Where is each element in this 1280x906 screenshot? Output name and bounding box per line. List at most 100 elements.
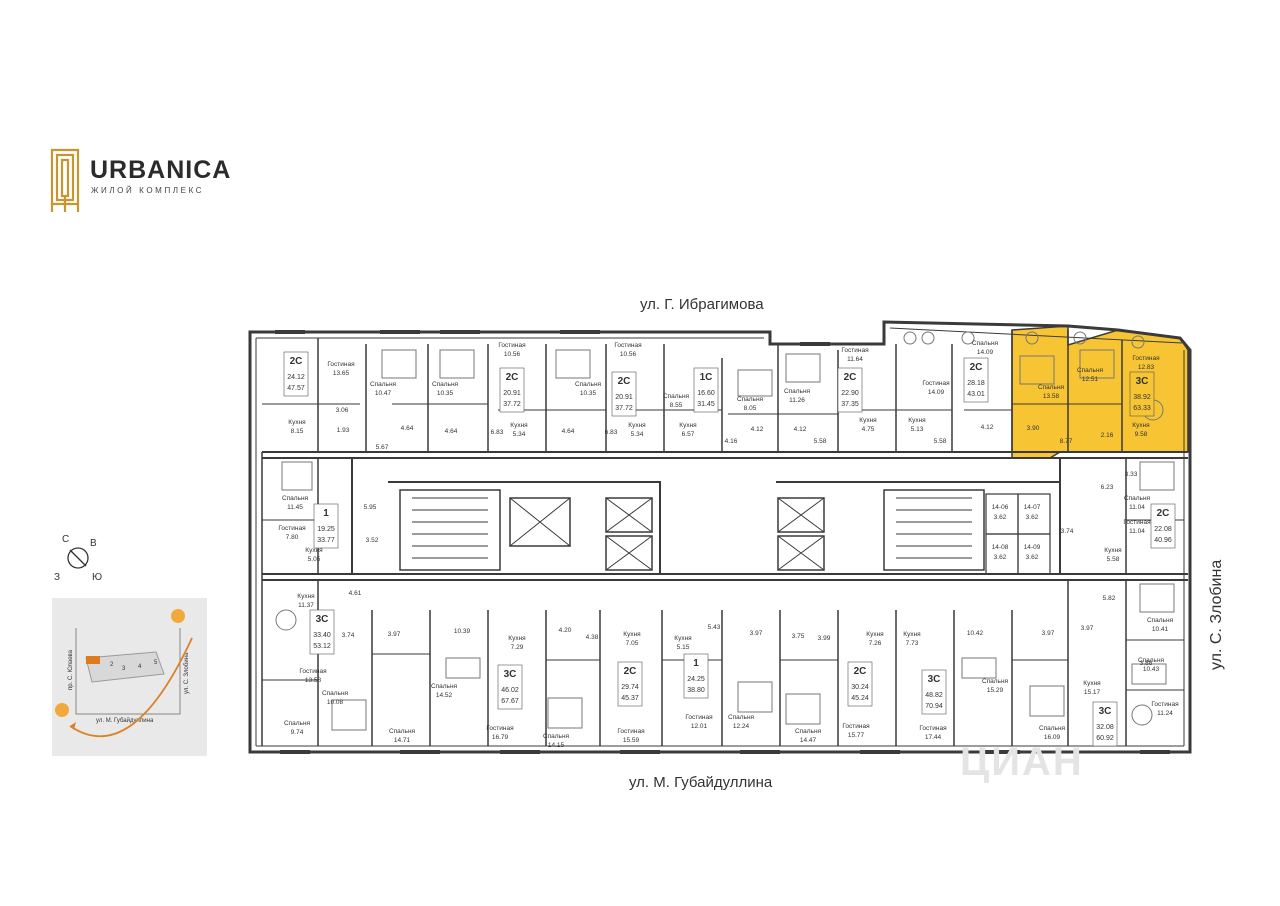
apartment-total-area: 38.80	[687, 687, 705, 694]
apartment-total-area: 31.45	[697, 401, 715, 408]
room-area: 8.55	[670, 402, 683, 409]
apartment-living-area: 22.08	[1154, 526, 1172, 533]
room-area: 3.97	[1081, 625, 1094, 632]
room-area: 3.62	[994, 514, 1007, 521]
apartment-type: 3С	[504, 669, 517, 680]
apartment-total-area: 47.57	[287, 385, 305, 392]
room-name: Спальня	[370, 381, 397, 388]
room-name: Спальня	[737, 396, 764, 403]
apartment-label[interactable]: 3С 46.02 67.67	[497, 664, 523, 710]
room-area: 17.44	[925, 734, 942, 741]
room-area: 5.34	[513, 431, 526, 438]
room-area: 5.05	[308, 556, 321, 563]
apartment-type: 2С	[970, 362, 983, 373]
room-area: 8.77	[1060, 438, 1073, 445]
apartment-label[interactable]: 1 24.25 38.80	[683, 653, 709, 699]
room-area: 4.12	[794, 426, 807, 433]
apartment-living-area: 28.18	[967, 380, 985, 387]
room-area: 16.09	[1044, 734, 1061, 741]
room-area: 14-06	[992, 504, 1009, 511]
minimap-bottom-street: ул. М. Губайдуллина	[96, 717, 154, 724]
compass-e: В	[90, 538, 97, 549]
room-name: Кухня	[305, 547, 323, 554]
room-area: 12.01	[691, 723, 708, 730]
room-area: 3.62	[1026, 514, 1039, 521]
room-area: 4.16	[725, 438, 738, 445]
apartment-total-area: 67.67	[501, 698, 519, 705]
apartment-living-area: 33.40	[313, 632, 331, 639]
room-name: Кухня	[508, 635, 526, 642]
room-area: 10.39	[454, 628, 471, 635]
apartment-label-box	[499, 367, 525, 413]
room-area: 3.06	[336, 407, 349, 414]
room-area: 15.77	[848, 732, 865, 739]
room-area: 12.24	[733, 723, 750, 730]
room-area: 4.38	[586, 634, 599, 641]
room-area: 7.29	[511, 644, 524, 651]
apartment-total-area: 33.77	[317, 537, 335, 544]
apartment-label-box	[283, 351, 309, 397]
room-area: 11.37	[298, 602, 314, 609]
apartment-living-area: 46.02	[501, 687, 519, 694]
room-area: 10.08	[327, 699, 344, 706]
room-name: Кухня	[1132, 422, 1150, 429]
room-name: Гостиная	[919, 725, 947, 732]
room-area: 5.13	[911, 426, 924, 433]
room-name: Гостиная	[1132, 355, 1160, 362]
room-name: Кухня	[628, 422, 646, 429]
apartment-total-area: 37.72	[615, 405, 633, 412]
room-name: Спальня	[1138, 657, 1165, 664]
room-area: 1.93	[337, 427, 350, 434]
room-name: Спальня	[432, 381, 459, 388]
apartment-type: 1С	[700, 372, 713, 383]
room-area: 9.58	[1135, 431, 1148, 438]
room-name: Гостиная	[1151, 701, 1179, 708]
room-name: Кухня	[859, 417, 877, 424]
room-area: 8.15	[291, 428, 304, 435]
room-area: 6.57	[682, 431, 695, 438]
room-area: 10.47	[375, 390, 392, 397]
room-area: 5.15	[677, 644, 690, 651]
room-area: 4.12	[981, 424, 994, 431]
room-area: 3.62	[1026, 554, 1039, 561]
apartment-living-area: 24.12	[287, 374, 305, 381]
room-area: 13.65	[333, 370, 350, 377]
compass-icon: С В Ю З	[54, 534, 102, 583]
room-area: 3.97	[388, 631, 401, 638]
room-area: 11.04	[1129, 504, 1145, 511]
room-name: Спальня	[322, 690, 349, 697]
room-area: 3.97	[1042, 630, 1055, 637]
room-area: 14.71	[394, 737, 411, 744]
compass-s: Ю	[92, 572, 102, 583]
minimap-left-street: пр. С. Юлаева	[68, 649, 74, 690]
room-area: 4.64	[445, 428, 458, 435]
apartment-type: 2С	[290, 356, 303, 367]
apartment-label[interactable]: 2С 24.12 47.57	[283, 351, 309, 397]
apartment-label-box	[309, 609, 335, 655]
room-area: 6.83	[605, 429, 618, 436]
room-area: 14-07	[1024, 504, 1041, 511]
apartment-label-box	[617, 661, 643, 707]
room-name: Кухня	[908, 417, 926, 424]
apartment-label-box	[963, 357, 989, 403]
apartment-type: 2С	[844, 372, 857, 383]
apartment-type: 1	[693, 658, 699, 669]
room-area: 3.74	[1061, 528, 1074, 535]
street-bottom: ул. М. Губайдуллина	[629, 774, 773, 791]
apartment-living-area: 22.90	[841, 390, 859, 397]
apartment-living-area: 24.25	[687, 676, 705, 683]
